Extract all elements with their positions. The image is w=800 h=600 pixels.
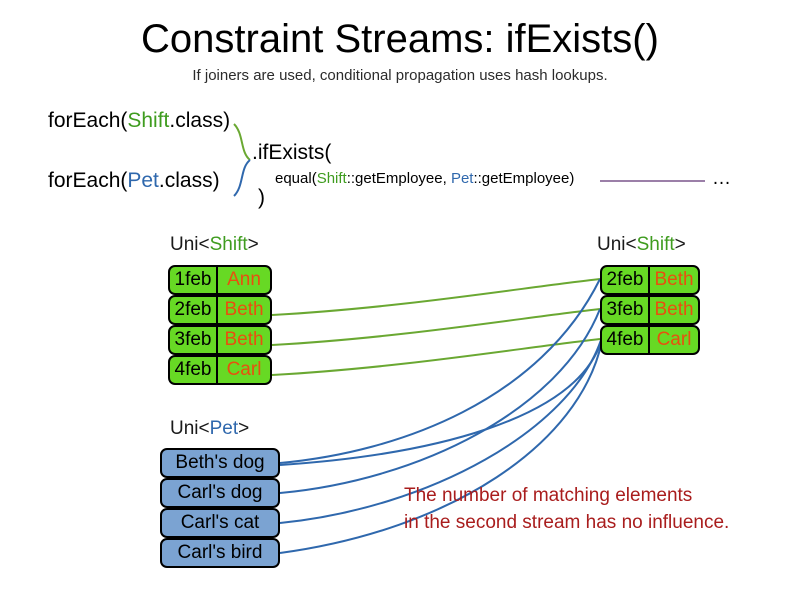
- link-pet-carl-dog-4feb: [279, 308, 601, 494]
- code-foreach-pet-suffix: .class): [158, 169, 220, 192]
- left-shift-row-2-date: 3feb: [170, 327, 218, 353]
- label-left-pet-suffix: >: [238, 418, 250, 439]
- link-shift-3feb: [271, 308, 601, 346]
- left-shift-row-1-date: 2feb: [170, 297, 218, 323]
- code-equal-right-ref: ::getEmployee): [473, 170, 575, 187]
- label-right-shift-suffix: >: [674, 234, 686, 255]
- right-shift-row-2-name: Carl: [656, 329, 692, 350]
- left-shift-row-0[interactable]: 1feb Ann: [168, 265, 272, 295]
- code-equal-prefix: equal(: [275, 170, 317, 187]
- left-shift-row-2[interactable]: 3feb Beth: [168, 325, 272, 355]
- link-pet-beth-dog-2feb: [279, 278, 601, 464]
- page-subtitle: If joiners are used, conditional propaga…: [192, 67, 608, 84]
- right-shift-row-0[interactable]: 2feb Beth: [600, 265, 700, 295]
- right-shift-row-2-date: 4feb: [602, 327, 650, 353]
- code-equal-right-type: Pet: [450, 170, 474, 187]
- code-foreach-shift-type: Shift: [127, 109, 170, 132]
- label-left-pet-type: Pet: [209, 418, 239, 439]
- shift-match-links: [271, 278, 601, 376]
- annotation-note: The number of matching elements in the s…: [404, 485, 730, 533]
- link-pet-beth-dog-extra: [279, 341, 602, 466]
- right-shift-row-1-name: Beth: [654, 299, 694, 320]
- left-shift-row-1-name: Beth: [224, 299, 264, 320]
- left-shift-row-0-name: Ann: [227, 269, 261, 290]
- label-right-shift-type: Shift: [636, 234, 675, 255]
- left-pet-row-3[interactable]: Carl's bird: [160, 538, 280, 568]
- right-shift-row-0-date: 2feb: [602, 267, 650, 293]
- brace-lower-blue: [233, 159, 251, 197]
- label-left-shift-stream: Uni<Shift>: [170, 234, 259, 256]
- code-foreach-shift-suffix: .class): [169, 109, 231, 132]
- left-shift-row-2-name: Beth: [224, 329, 264, 350]
- code-foreach-pet-type: Pet: [127, 169, 159, 192]
- code-foreach-shift: forEach(Shift.class): [48, 109, 230, 133]
- label-left-pet-prefix: Uni<: [170, 418, 210, 439]
- label-left-shift-suffix: >: [247, 234, 259, 255]
- code-equal-left-type: Shift: [316, 170, 347, 187]
- left-pet-row-1[interactable]: Carl's dog: [160, 478, 280, 508]
- code-close-paren: ): [258, 186, 265, 209]
- label-left-shift-prefix: Uni<: [170, 234, 210, 255]
- left-shift-row-3-name: Carl: [226, 359, 262, 380]
- join-brace: [233, 123, 251, 197]
- right-shift-row-2[interactable]: 4feb Carl: [600, 325, 700, 355]
- right-shift-row-0-name: Beth: [654, 269, 694, 290]
- left-shift-row-3[interactable]: 4feb Carl: [168, 355, 272, 385]
- code-foreach-pet-prefix: forEach(: [48, 169, 128, 192]
- code-equal-left-ref: ::getEmployee,: [346, 170, 451, 187]
- left-pet-row-0[interactable]: Beth's dog: [160, 448, 280, 478]
- code-foreach-pet: forEach(Pet.class): [48, 169, 220, 193]
- code-equal-joiner: equal(Shift::getEmployee, Pet::getEmploy…: [275, 170, 574, 188]
- label-left-pet-stream: Uni<Pet>: [170, 418, 249, 440]
- link-shift-2feb: [271, 278, 601, 316]
- code-foreach-shift-prefix: forEach(: [48, 109, 128, 132]
- left-shift-row-1[interactable]: 2feb Beth: [168, 295, 272, 325]
- brace-upper-green: [233, 123, 251, 161]
- link-shift-4feb: [271, 338, 601, 376]
- label-right-shift-prefix: Uni<: [597, 234, 637, 255]
- left-pet-row-2[interactable]: Carl's cat: [160, 508, 280, 538]
- left-shift-row-3-date: 4feb: [170, 357, 218, 383]
- label-right-shift-stream: Uni<Shift>: [597, 234, 686, 256]
- page-title: Constraint Streams: ifExists(): [141, 17, 659, 61]
- equal-leader-line: [600, 180, 705, 182]
- left-shift-row-0-date: 1feb: [170, 267, 218, 293]
- right-shift-row-1[interactable]: 3feb Beth: [600, 295, 700, 325]
- right-shift-row-1-date: 3feb: [602, 297, 650, 323]
- code-ifexists: .ifExists(: [252, 141, 332, 164]
- label-left-shift-type: Shift: [209, 234, 248, 255]
- code-ellipsis: …: [712, 168, 731, 189]
